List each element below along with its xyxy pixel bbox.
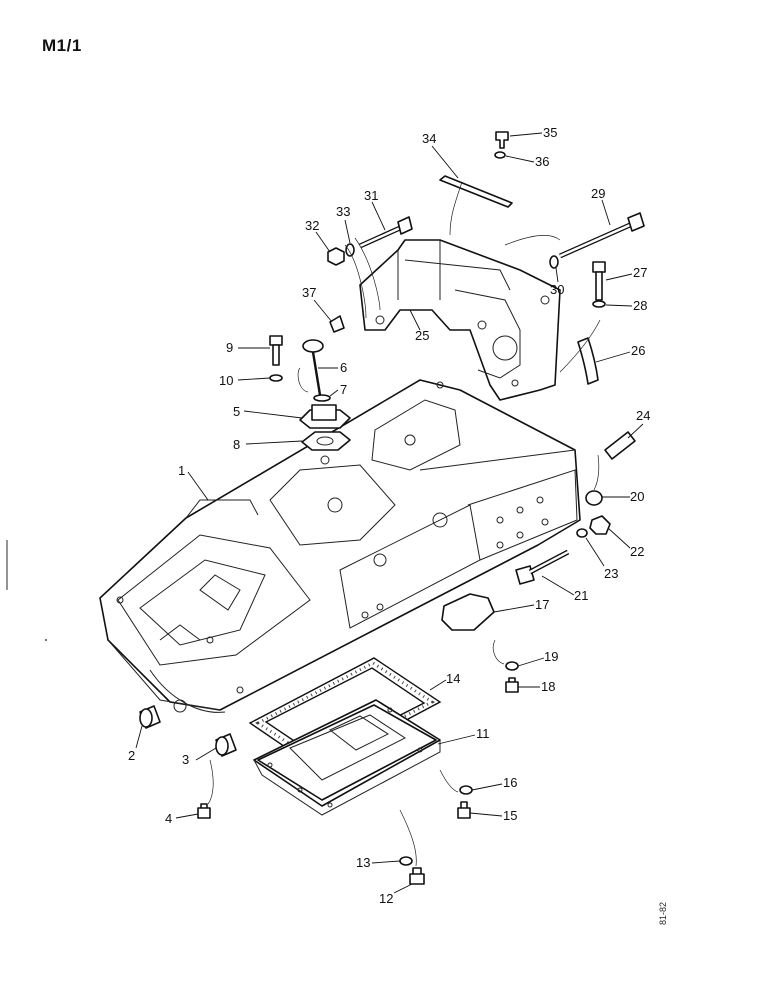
- callout-21: 21: [574, 588, 588, 603]
- callout-37: 37: [302, 285, 316, 300]
- callout-26: 26: [631, 343, 645, 358]
- callout-1: 1: [178, 463, 185, 478]
- bolt-15: [457, 801, 471, 819]
- pin-24: [604, 431, 636, 460]
- callout-19: 19: [544, 649, 558, 664]
- callout-3: 3: [182, 752, 189, 767]
- bolt-27: [592, 261, 606, 301]
- washer-30: [549, 255, 559, 269]
- callout-33: 33: [336, 204, 350, 219]
- callout-30: 30: [550, 282, 564, 297]
- callout-18: 18: [541, 679, 555, 694]
- callout-32: 32: [305, 218, 319, 233]
- bolt-35: [495, 131, 509, 149]
- bush-20: [585, 490, 603, 506]
- strip-gasket: [439, 175, 513, 208]
- washer-28: [592, 300, 606, 308]
- callout-numbers: 1 2 3 4 5 6 7 8 9 10 11 12 13 14 15 16 1…: [128, 125, 650, 906]
- callout-28: 28: [633, 298, 647, 313]
- assembly-arcs: [207, 181, 601, 867]
- callout-8: 8: [233, 437, 240, 452]
- upper-bracket: [359, 239, 561, 401]
- pipe-26: [577, 337, 599, 385]
- callout-7: 7: [340, 382, 347, 397]
- callout-9: 9: [226, 340, 233, 355]
- callout-17: 17: [535, 597, 549, 612]
- plug-37: [329, 315, 345, 333]
- callout-13: 13: [356, 855, 370, 870]
- callout-16: 16: [503, 775, 517, 790]
- washer-33: [345, 243, 355, 257]
- nut-32: [327, 247, 345, 266]
- bolt-31: [358, 216, 413, 249]
- drain-plug-4: [197, 803, 211, 819]
- callout-35: 35: [543, 125, 557, 140]
- washer-13: [399, 856, 413, 866]
- callout-31: 31: [364, 188, 378, 203]
- callout-10: 10: [219, 373, 233, 388]
- washer-36: [494, 151, 506, 159]
- callout-34: 34: [422, 131, 436, 146]
- callout-27: 27: [633, 265, 647, 280]
- callout-24: 24: [636, 408, 650, 423]
- bolt-18: [505, 677, 519, 693]
- callout-6: 6: [340, 360, 347, 375]
- callout-12: 12: [379, 891, 393, 906]
- stud-21: [515, 549, 570, 585]
- callout-2: 2: [128, 748, 135, 763]
- callout-11: 11: [476, 726, 490, 741]
- washer-23: [576, 528, 588, 538]
- callout-29: 29: [591, 186, 605, 201]
- callout-23: 23: [604, 566, 618, 581]
- cover-plate-17: [441, 593, 495, 631]
- callout-22: 22: [630, 544, 644, 559]
- callout-14: 14: [446, 671, 460, 686]
- callout-4: 4: [165, 811, 172, 826]
- bolt-9: [269, 335, 283, 366]
- long-bolt: [558, 212, 645, 259]
- callout-15: 15: [503, 808, 517, 823]
- nut-22: [589, 515, 611, 535]
- leader-lines: [135, 132, 644, 894]
- callout-20: 20: [630, 489, 644, 504]
- callout-25: 25: [415, 328, 429, 343]
- washer-19: [505, 661, 519, 671]
- reference-code: 81-82: [658, 901, 668, 925]
- plug-12: [409, 867, 425, 885]
- page-code: M1/1: [42, 36, 82, 55]
- callout-5: 5: [233, 404, 240, 419]
- washer-16: [459, 785, 473, 795]
- breather-assembly: [299, 339, 351, 451]
- sump-pan-11: [253, 699, 441, 816]
- washer-10: [269, 374, 283, 382]
- callout-36: 36: [535, 154, 549, 169]
- speck-mark: [45, 639, 47, 641]
